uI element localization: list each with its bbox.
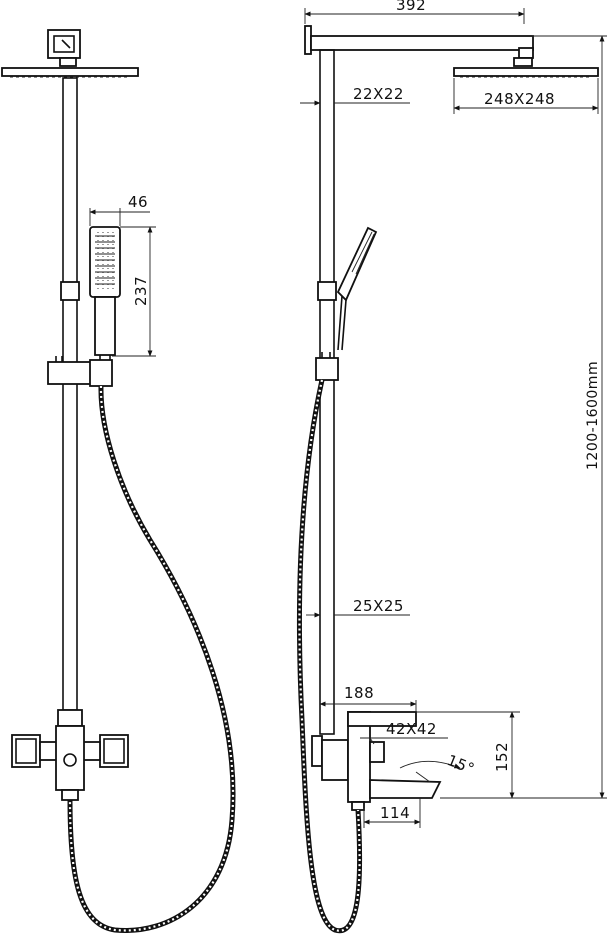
mixer-depth-label: 188 [344, 684, 374, 702]
dimension-237: 237 [112, 226, 156, 357]
head-size-label: 248X248 [484, 90, 555, 108]
side-hose [296, 379, 363, 934]
front-top-connector [47, 29, 81, 67]
front-view: 46 237 [1, 29, 236, 933]
mixer-height-label: 152 [493, 742, 511, 772]
arm-length-label: 392 [396, 0, 426, 14]
front-mixer [11, 709, 129, 801]
pipe-section-label: 25X25 [353, 597, 404, 615]
dimension-188: 188 [319, 684, 417, 712]
spout-angle-label: 15° [445, 751, 478, 778]
front-hose [67, 385, 236, 933]
side-view: 392 22X22 248X248 1200-1600mm 25X25 [296, 0, 607, 934]
height-range-label: 1200-1600mm [585, 361, 601, 470]
dimension-42x42: 42X42 [360, 720, 448, 745]
side-hand-shower [336, 226, 378, 351]
dimension-25x25: 25X25 [306, 597, 410, 618]
handle-section-label: 42X42 [386, 720, 437, 738]
dimension-22x22: 22X22 [300, 85, 410, 106]
arm-section-label: 22X22 [353, 85, 404, 103]
side-slide-bracket [315, 352, 339, 381]
handshower-width-label: 46 [128, 193, 148, 211]
dimension-114: 114 [363, 798, 421, 828]
dimension-46: 46 [89, 193, 150, 226]
dimension-height-range: 1200-1600mm [440, 35, 607, 799]
front-slide-bracket [47, 356, 113, 387]
front-shower-head [1, 67, 139, 78]
side-shower-head [453, 67, 599, 78]
dimension-15-degrees: 15° [399, 751, 478, 783]
side-shower-arm [304, 25, 534, 67]
front-riser-pipe [60, 77, 80, 711]
side-mixer [311, 711, 442, 811]
front-hand-shower [89, 226, 121, 363]
dimension-248x248: 248X248 [453, 78, 599, 114]
spout-length-label: 114 [380, 804, 410, 822]
dimension-152: 152 [416, 711, 520, 799]
dimension-392: 392 [304, 0, 525, 24]
handshower-height-label: 237 [132, 276, 150, 306]
